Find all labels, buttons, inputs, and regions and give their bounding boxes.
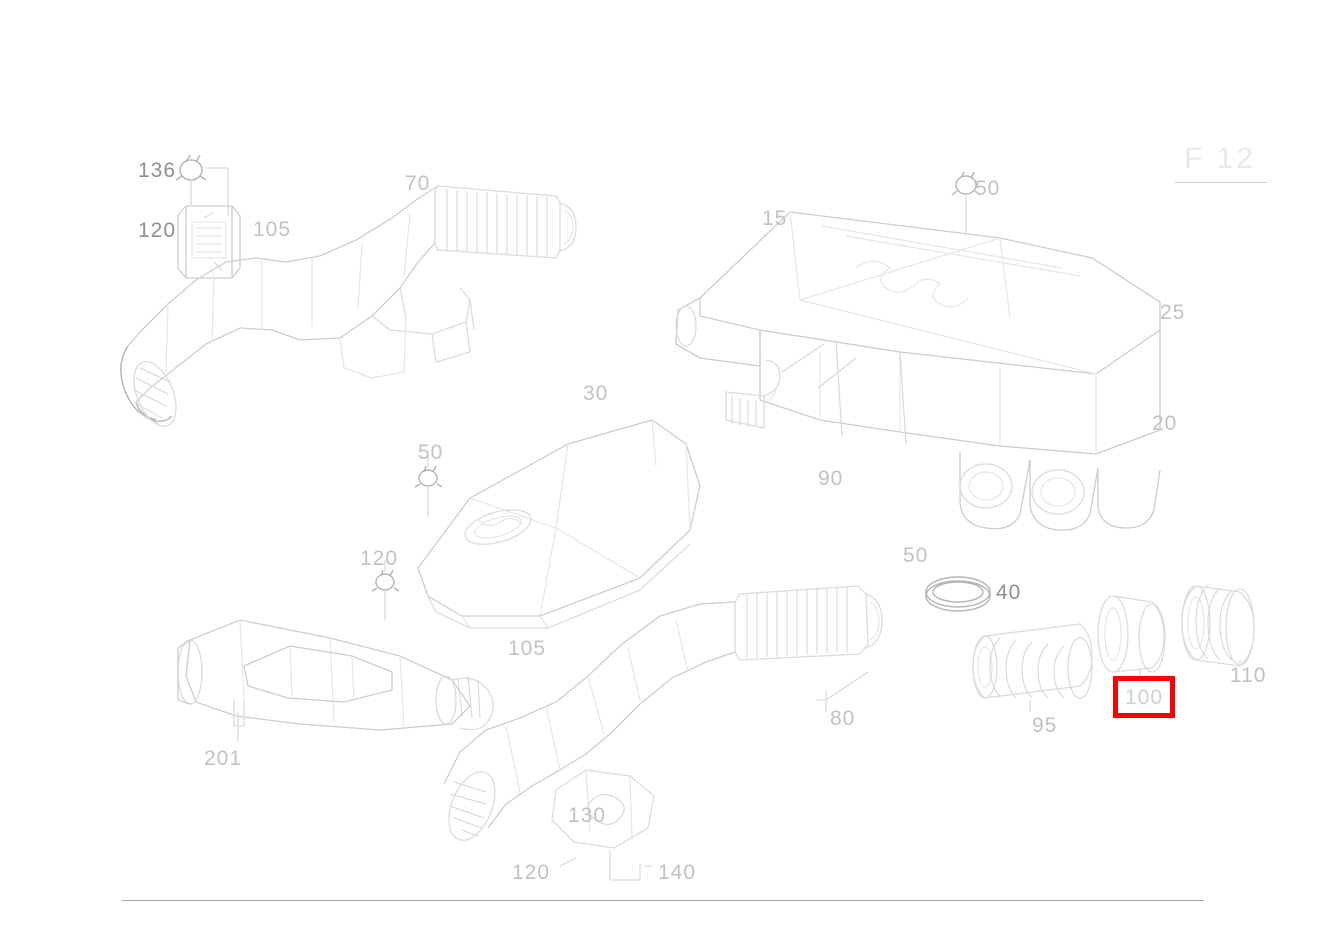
callout-95[interactable]: 95 <box>1032 714 1058 737</box>
callout-110[interactable]: 110 <box>1230 664 1267 687</box>
callout-140[interactable]: 140 <box>658 861 697 884</box>
callout-50-lower[interactable]: 50 <box>903 544 929 567</box>
callout-120-lower[interactable]: 120 <box>512 861 551 884</box>
callout-136[interactable]: 136 <box>138 159 177 182</box>
callout-100-label: 100 <box>1124 685 1164 709</box>
callout-40[interactable]: 40 <box>996 581 1022 604</box>
callout-201[interactable]: 201 <box>204 747 243 770</box>
callout-50-top[interactable]: 50 <box>975 177 1001 200</box>
callout-15[interactable]: 15 <box>762 207 788 230</box>
callout-30[interactable]: 30 <box>583 382 609 405</box>
callout-50-mid[interactable]: 50 <box>418 441 444 464</box>
part-group-intake-manifold-upper <box>675 171 1161 531</box>
callout-105[interactable]: 105 <box>253 218 292 241</box>
callout-20[interactable]: 20 <box>1152 412 1178 435</box>
callout-130[interactable]: 130 <box>568 804 607 827</box>
callout-105-lower[interactable]: 105 <box>508 637 547 660</box>
part-group-valve-cover <box>371 419 701 629</box>
callout-90[interactable]: 90 <box>818 467 844 490</box>
page-number: F 12 <box>1184 142 1257 175</box>
callout-80[interactable]: 80 <box>830 707 856 730</box>
part-group-sensor-bracket <box>175 154 241 279</box>
page-number-underline <box>1175 182 1267 183</box>
callout-70[interactable]: 70 <box>405 172 431 195</box>
callout-120-upper[interactable]: 120 <box>138 219 177 242</box>
callout-25[interactable]: 25 <box>1160 301 1186 324</box>
part-group-manifold-lower <box>177 619 494 742</box>
callout-100-highlighted[interactable]: 100 <box>1113 676 1175 718</box>
callout-120-mid[interactable]: 120 <box>360 547 399 570</box>
part-group-intake-duct-lower <box>443 585 883 881</box>
part-group-seals-and-clamps <box>925 576 1255 712</box>
footer-divider <box>122 900 1204 901</box>
part-group-intake-duct-upper <box>120 185 577 427</box>
